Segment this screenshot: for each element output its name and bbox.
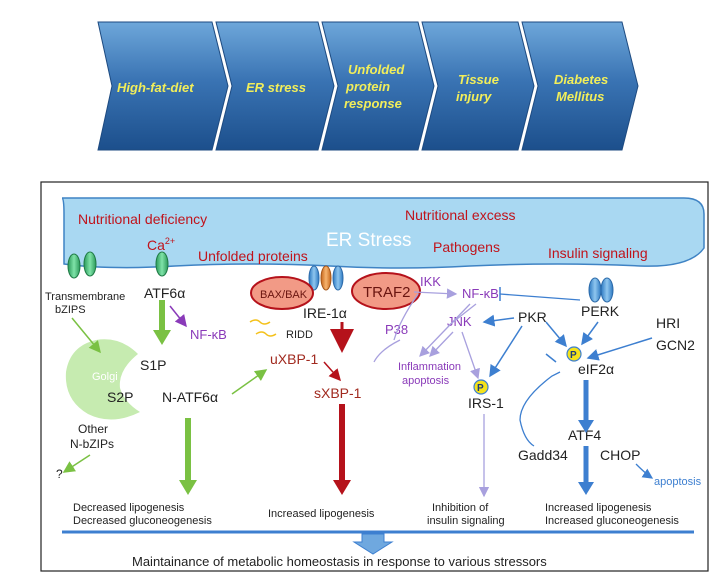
chop-label: CHOP bbox=[600, 447, 640, 463]
outcome-left-line1: Decreased lipogenesis bbox=[73, 502, 185, 514]
chevron-label-1: High-fat-diet bbox=[117, 80, 194, 95]
s1p-label: S1P bbox=[140, 357, 166, 373]
chevron-step-1 bbox=[97, 21, 229, 151]
question-mark: ? bbox=[56, 467, 63, 481]
apoptosis-mid-label: apoptosis bbox=[402, 375, 450, 387]
ire1-arrows bbox=[323, 322, 354, 495]
chevron-label-4-line1: Tissue bbox=[458, 72, 499, 87]
nutritional-excess-label: Nutritional excess bbox=[405, 207, 516, 223]
traf2-label: TRAF2 bbox=[363, 284, 411, 301]
gadd34-label: Gadd34 bbox=[518, 447, 568, 463]
nfkb-right-label: NF-κB bbox=[462, 286, 499, 301]
unfolded-proteins-label: Unfolded proteins bbox=[198, 248, 308, 264]
phospho-label-irs1: P bbox=[477, 383, 484, 394]
outcome-left-line2: Decreased gluconeogenesis bbox=[73, 515, 212, 527]
transmembrane-label-line1: Transmembrane bbox=[45, 291, 125, 303]
calcium-label: Ca2+ bbox=[147, 236, 175, 253]
transmembrane-label-line2: bZIPS bbox=[55, 304, 86, 316]
outcome-insulin-line2: insulin signaling bbox=[427, 515, 505, 527]
outcome-middle: Increased lipogenesis bbox=[268, 508, 375, 520]
nutritional-deficiency-label: Nutritional deficiency bbox=[78, 211, 207, 227]
ire1-channel bbox=[308, 265, 344, 291]
golgi-label: Golgi bbox=[92, 371, 118, 383]
bax-bak-label: BAX/BAK bbox=[260, 289, 308, 301]
perk-label: PERK bbox=[581, 303, 620, 319]
phospho-marker-irs1 bbox=[473, 379, 489, 395]
p38-label: P38 bbox=[385, 322, 408, 337]
er-stress-title: ER Stress bbox=[326, 230, 412, 251]
insulin-signaling-label: Insulin signaling bbox=[548, 245, 648, 261]
left-arrows bbox=[62, 300, 268, 495]
signaling-arrows bbox=[373, 287, 654, 498]
irs1-label: IRS-1 bbox=[468, 395, 504, 411]
jnk-label: JNK bbox=[447, 314, 472, 329]
n-atf6-label: N-ATF6α bbox=[162, 389, 218, 405]
ikk-label: IKK bbox=[420, 274, 441, 289]
atf6-receptor bbox=[155, 251, 169, 277]
chevron-label-3-line3: response bbox=[344, 96, 402, 111]
chevron-step-2 bbox=[215, 21, 335, 151]
footer-label: Maintainance of metabolic homeostasis in… bbox=[132, 554, 547, 569]
golgi-shape bbox=[65, 339, 140, 420]
hri-label: HRI bbox=[656, 315, 680, 331]
s2p-label: S2P bbox=[107, 389, 133, 405]
chevron-label-2: ER stress bbox=[246, 80, 306, 95]
inflammation-label: Inflammation bbox=[398, 361, 461, 373]
ire1-label: IRE-1α bbox=[303, 305, 347, 321]
other-label-line1: Other bbox=[78, 422, 108, 436]
nfkb-left-label: NF-κB bbox=[190, 327, 227, 342]
gcn2-label: GCN2 bbox=[656, 337, 695, 353]
outcome-insulin-line1: Inhibition of bbox=[432, 502, 489, 514]
apoptosis-right-label: apoptosis bbox=[654, 476, 702, 488]
chevron-label-5-line2: Mellitus bbox=[556, 89, 604, 104]
chevron-step-5 bbox=[521, 21, 639, 151]
pkr-label: PKR bbox=[518, 309, 547, 325]
transmembrane-receptor bbox=[67, 251, 97, 279]
ridd-squiggle bbox=[249, 319, 277, 337]
phospho-label-eif2a: P bbox=[570, 350, 577, 361]
uxbp1-label: uXBP-1 bbox=[270, 351, 318, 367]
traf2-ellipse bbox=[351, 272, 421, 310]
calcium-superscript: 2+ bbox=[165, 236, 175, 246]
chevron-label-5-line1: Diabetes bbox=[554, 72, 608, 87]
chevron-label-3-line1: Unfolded bbox=[348, 62, 405, 77]
eif2a-label: eIF2α bbox=[578, 361, 614, 377]
chevron-flow: High-fat-diet ER stress Unfolded protein… bbox=[97, 21, 639, 151]
chevron-step-4 bbox=[421, 21, 535, 151]
atf6-label: ATF6α bbox=[144, 285, 185, 301]
other-label-line2: N-bZIPs bbox=[70, 437, 114, 451]
perk-receptor bbox=[588, 277, 614, 303]
chevron-label-3-line2: protein bbox=[345, 79, 390, 94]
footer-arrow bbox=[352, 533, 394, 555]
atf4-label: ATF4 bbox=[568, 427, 601, 443]
pathogens-label: Pathogens bbox=[433, 239, 500, 255]
sxbp1-label: sXBP-1 bbox=[314, 385, 362, 401]
outcome-right-line2: Increased gluconeogenesis bbox=[545, 515, 679, 527]
phospho-marker-eif2a bbox=[566, 346, 582, 362]
chevron-label-4-line2: injury bbox=[456, 89, 492, 104]
outcome-right-line1: Increased lipogenesis bbox=[545, 502, 652, 514]
ridd-label: RIDD bbox=[286, 329, 313, 341]
chevron-step-3 bbox=[321, 21, 435, 151]
bax-bak-ellipse bbox=[250, 276, 314, 310]
